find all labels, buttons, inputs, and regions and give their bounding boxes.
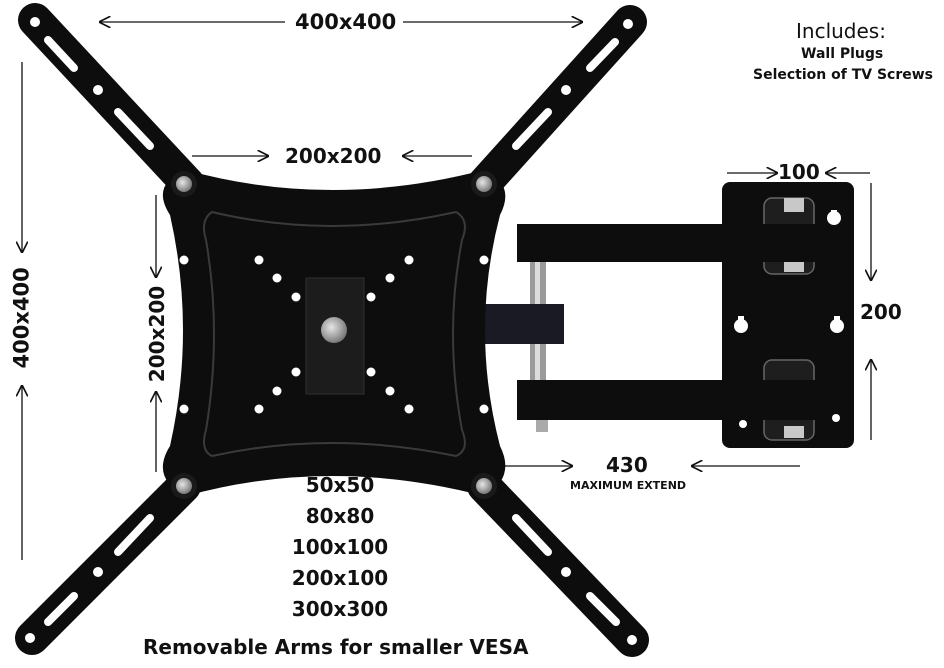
left-inner-dimension: 200x200: [145, 285, 169, 383]
tv-plate-ridge: [203, 210, 466, 458]
wall-plate-height-dimension: 200: [860, 300, 902, 324]
top-outer-dimension: 400x400: [295, 10, 397, 34]
arm-slots: [25, 17, 637, 645]
center-bolt: [321, 317, 347, 343]
vesa-size: 200x100: [291, 566, 389, 590]
wall-plate: [722, 182, 854, 448]
supported-vesa-list: 50x50 80x80 100x100 200x100 300x300: [282, 470, 398, 625]
top-inner-dimension: 200x200: [285, 144, 382, 168]
includes-title: Includes:: [796, 19, 886, 43]
footer-caption: Removable Arms for smaller VESA: [143, 635, 529, 659]
vesa-size: 300x300: [291, 597, 389, 621]
includes-item-tv-screws: Selection of TV Screws: [753, 67, 934, 83]
dimension-arrows: [22, 22, 871, 560]
vesa-size: 50x50: [305, 473, 375, 497]
extension-caption: MAXIMUM EXTEND: [570, 479, 687, 492]
vesa-size: 100x100: [291, 535, 389, 559]
left-outer-dimension: 400x400: [9, 267, 34, 369]
corner-screws: [171, 171, 497, 499]
wall-plate-width-dimension: 100: [778, 160, 820, 184]
extension-dimension: 430: [606, 453, 648, 477]
vesa-holes: [179, 255, 489, 414]
vesa-size: 80x80: [305, 504, 375, 528]
includes-item-wall-plugs: Wall Plugs: [801, 46, 884, 62]
tilt-bracket: [305, 277, 365, 395]
